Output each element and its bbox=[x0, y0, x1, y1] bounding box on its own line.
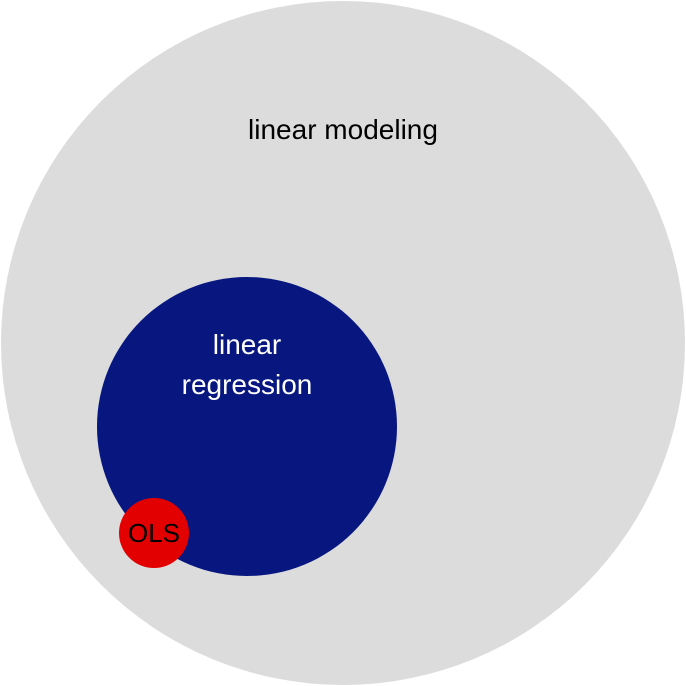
middle-circle-label-line-2: regression bbox=[181, 369, 313, 400]
middle-circle-label-line-1: linear bbox=[212, 329, 282, 360]
middle-circle-label: linear regression bbox=[147, 325, 347, 405]
inner-circle-label: OLS bbox=[127, 518, 181, 548]
outer-circle-label: linear modeling bbox=[248, 114, 438, 145]
inner-circle-ols bbox=[119, 498, 189, 568]
